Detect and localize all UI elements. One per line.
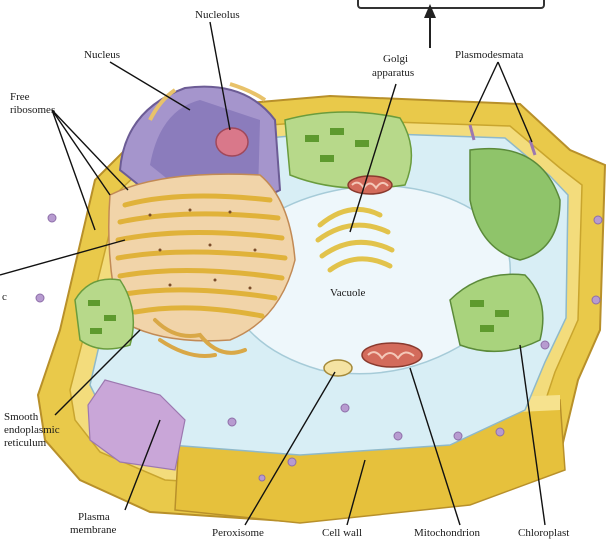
label-cell-wall: Cell wall bbox=[322, 527, 362, 539]
mitochondrion bbox=[361, 342, 423, 368]
chloroplast-right bbox=[469, 147, 561, 261]
label-free-ribosomes-line1: Free bbox=[10, 91, 30, 103]
label-nucleolus: Nucleolus bbox=[195, 9, 240, 21]
chloroplast-lower-right bbox=[449, 273, 544, 353]
label-smooth-er-line3: reticulum bbox=[4, 437, 47, 449]
wall-pits bbox=[35, 213, 603, 482]
label-plasma-membrane-line2: membrane bbox=[70, 524, 117, 536]
top-arrow-head bbox=[424, 4, 436, 18]
mitochondrion-2 bbox=[347, 175, 393, 195]
label-plasmodesmata: Plasmodesmata bbox=[455, 49, 524, 61]
plasma-membrane bbox=[87, 379, 186, 471]
leader-lines bbox=[0, 21, 546, 526]
label-plasma-membrane-line1: Plasma bbox=[78, 511, 110, 523]
label-vacuole: Vacuole bbox=[330, 287, 366, 299]
peroxisome bbox=[323, 359, 353, 377]
label-nucleus: Nucleus bbox=[84, 49, 120, 61]
chloroplast-top bbox=[284, 111, 413, 190]
smooth-er bbox=[153, 318, 247, 358]
top-label-box bbox=[357, 0, 545, 9]
label-rough-er-fragment: c bbox=[2, 291, 7, 303]
chloroplast-left bbox=[74, 278, 135, 350]
label-golgi-line2: apparatus bbox=[372, 67, 414, 79]
label-free-ribosomes-line2: ribosomes bbox=[10, 104, 55, 116]
label-peroxisome: Peroxisome bbox=[212, 527, 264, 539]
label-smooth-er-line2: endoplasmic bbox=[4, 424, 60, 436]
label-smooth-er-line1: Smooth bbox=[4, 411, 39, 423]
label-golgi-line1: Golgi bbox=[383, 53, 408, 65]
label-chloroplast: Chloroplast bbox=[518, 527, 569, 539]
nucleolus bbox=[215, 127, 249, 157]
endoplasmic-reticulum bbox=[108, 173, 296, 342]
label-mitochondrion: Mitochondrion bbox=[414, 527, 480, 539]
plasmodesmata bbox=[468, 124, 537, 156]
